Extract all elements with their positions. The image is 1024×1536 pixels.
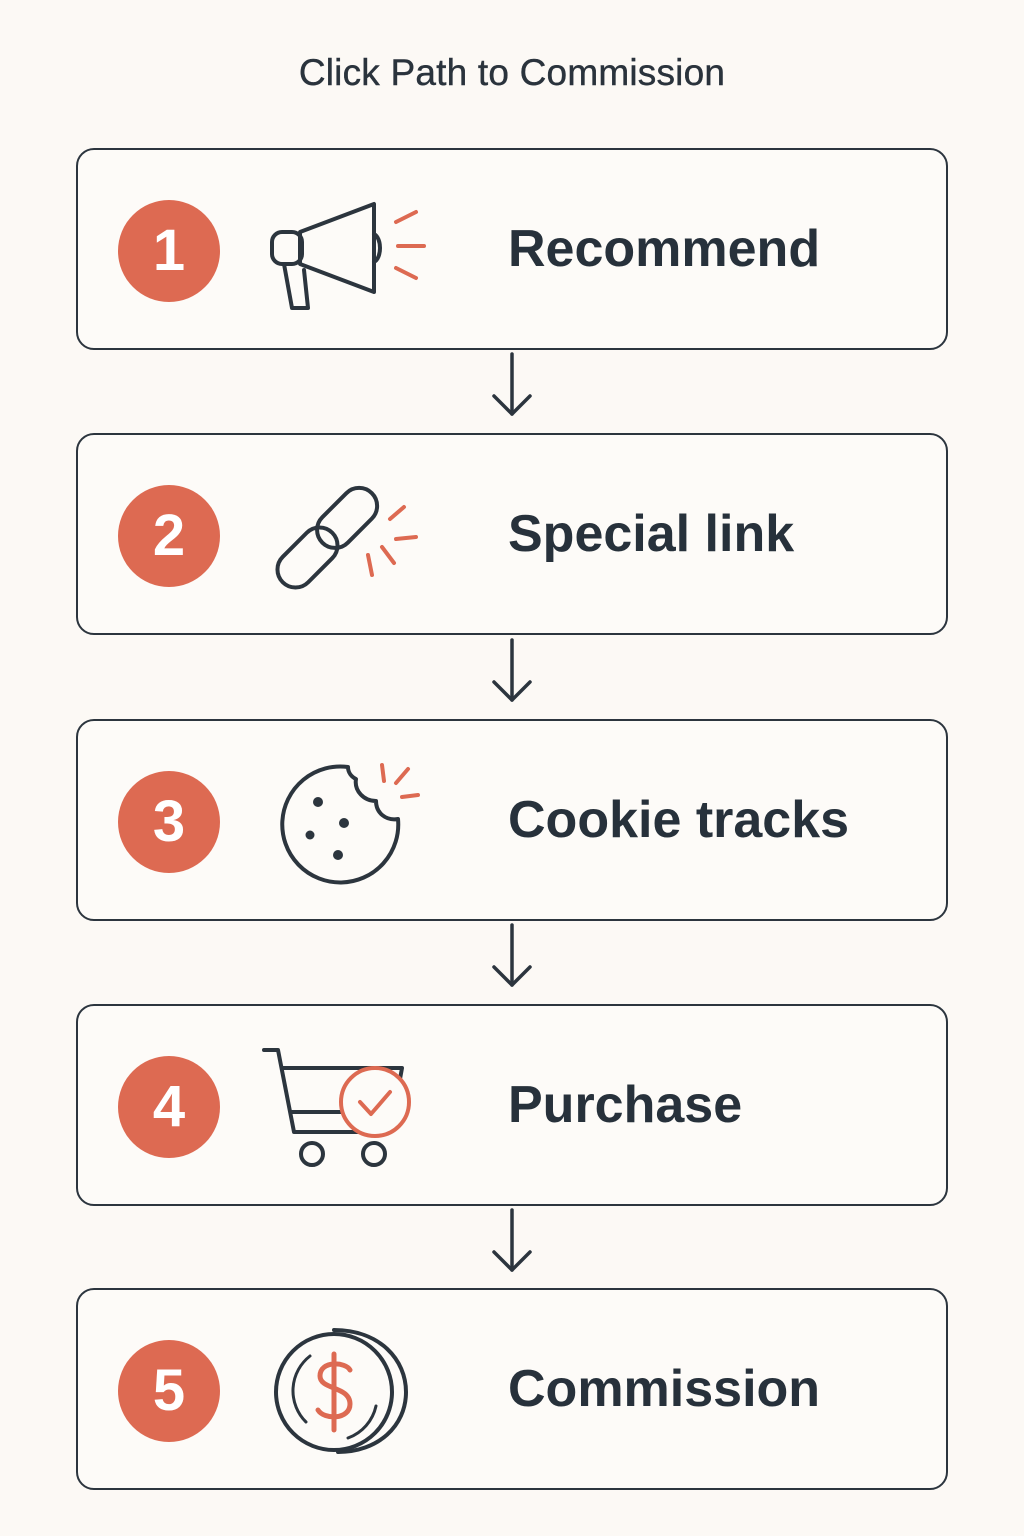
- step-1-recommend: 1 Recommend: [76, 148, 948, 350]
- step-number-badge: 2: [118, 485, 220, 587]
- step-number-badge: 5: [118, 1340, 220, 1442]
- step-label: Recommend: [508, 220, 821, 278]
- diagram-title: Click Path to Commission: [298, 52, 726, 93]
- step-label: Purchase: [508, 1076, 743, 1134]
- step-number-badge: 4: [118, 1056, 220, 1158]
- cookie-icon: [258, 757, 438, 887]
- down-arrow-icon: [492, 921, 532, 991]
- step-4-purchase: 4 Purchase: [76, 1004, 948, 1206]
- step-5-commission: 5 Commission: [76, 1288, 948, 1490]
- down-arrow-icon: [492, 636, 532, 706]
- link-icon: [258, 471, 438, 601]
- dollar-coin-icon: [258, 1326, 438, 1456]
- step-label: Special link: [508, 505, 795, 563]
- megaphone-icon: [258, 186, 438, 316]
- step-label: Commission: [508, 1360, 821, 1418]
- step-number-badge: 1: [118, 200, 220, 302]
- down-arrow-icon: [492, 350, 532, 420]
- step-number-badge: 3: [118, 771, 220, 873]
- step-label: Cookie tracks: [508, 791, 850, 849]
- down-arrow-icon: [492, 1206, 532, 1276]
- shopping-cart-check-icon: [258, 1042, 438, 1172]
- step-2-special-link: 2 Special link: [76, 433, 948, 635]
- step-3-cookie-tracks: 3 Cookie tracks: [76, 719, 948, 921]
